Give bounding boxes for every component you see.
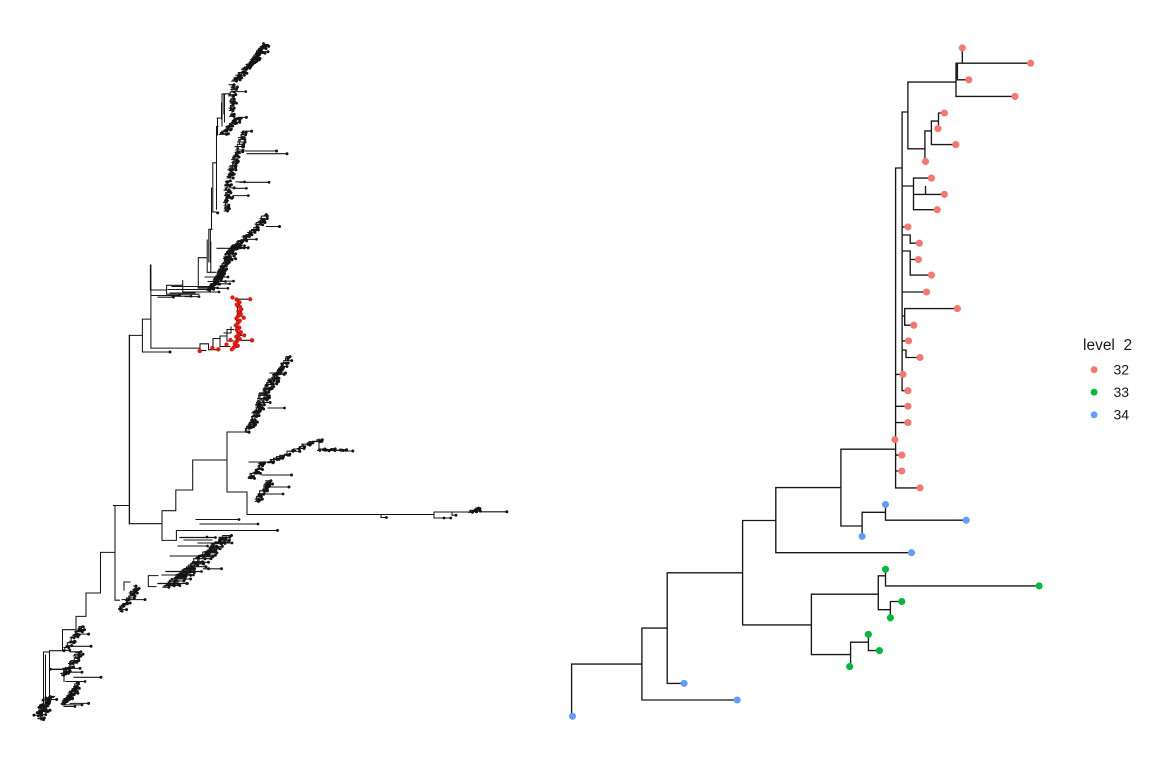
svg-text:34: 34 — [1114, 406, 1130, 422]
svg-text:33: 33 — [1114, 384, 1130, 400]
svg-text:32: 32 — [1114, 361, 1130, 377]
svg-text:level 2: level 2 — [1083, 337, 1132, 354]
